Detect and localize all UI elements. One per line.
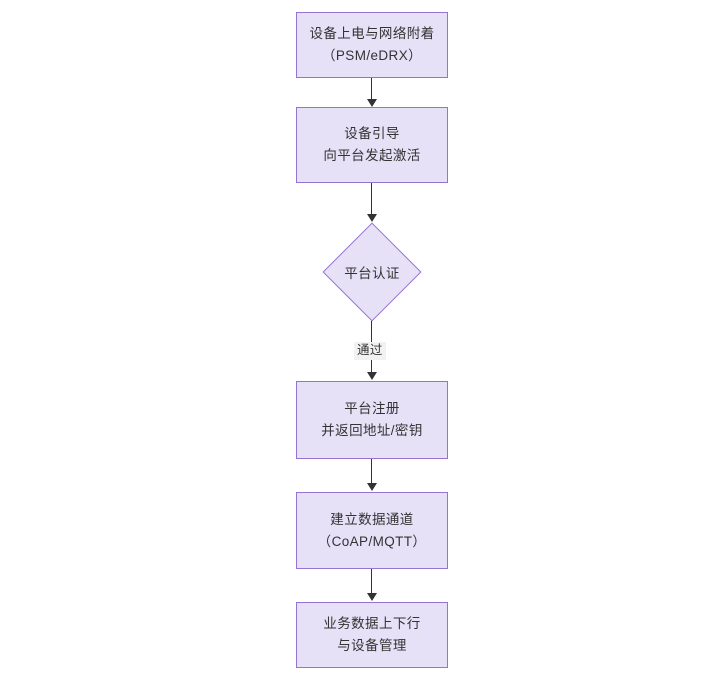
arrowhead-n3-n4-icon bbox=[367, 372, 377, 380]
flow-node-line-1: 业务数据上下行 bbox=[323, 616, 421, 632]
flow-node-line-1: 平台认证 bbox=[344, 265, 400, 281]
flow-node-line-2: 并返回地址/密钥 bbox=[321, 423, 423, 438]
flow-node-line-1: 平台注册 bbox=[344, 401, 400, 417]
flow-node-establish-data-channel[interactable]: 建立数据通道 （CoAP/MQTT） bbox=[296, 492, 448, 569]
edge-label-pass: 通过 bbox=[354, 342, 386, 360]
flow-node-platform-register[interactable]: 平台注册 并返回地址/密钥 bbox=[296, 381, 448, 459]
flow-node-platform-auth-decision[interactable]: 平台认证 bbox=[322, 222, 422, 321]
flow-node-line-1: 设备上电与网络附着 bbox=[309, 26, 435, 42]
flow-node-line-1: 建立数据通道 bbox=[330, 511, 414, 527]
flow-node-device-bootstrap[interactable]: 设备引导 向平台发起激活 bbox=[296, 107, 448, 183]
flow-node-line-2: （CoAP/MQTT） bbox=[317, 533, 427, 549]
connector-n2-n3 bbox=[371, 183, 373, 215]
connector-n4-n5 bbox=[371, 459, 373, 484]
arrowhead-n5-n6-icon bbox=[367, 593, 377, 601]
flow-node-device-power-on[interactable]: 设备上电与网络附着 （PSM/eDRX） bbox=[296, 12, 448, 78]
flow-node-line-1: 设备引导 bbox=[344, 126, 400, 142]
flow-node-business-data-and-device-management[interactable]: 业务数据上下行 与设备管理 bbox=[296, 602, 448, 668]
flow-node-line-2: 与设备管理 bbox=[337, 638, 407, 653]
arrowhead-n1-n2-icon bbox=[367, 99, 377, 107]
flow-node-line-2: 向平台发起激活 bbox=[323, 148, 421, 163]
connector-n1-n2 bbox=[371, 78, 373, 100]
connector-n5-n6 bbox=[371, 569, 373, 594]
arrowhead-n2-n3-icon bbox=[367, 214, 377, 222]
arrowhead-n4-n5-icon bbox=[367, 483, 377, 491]
flow-node-line-2: （PSM/eDRX） bbox=[321, 48, 423, 63]
